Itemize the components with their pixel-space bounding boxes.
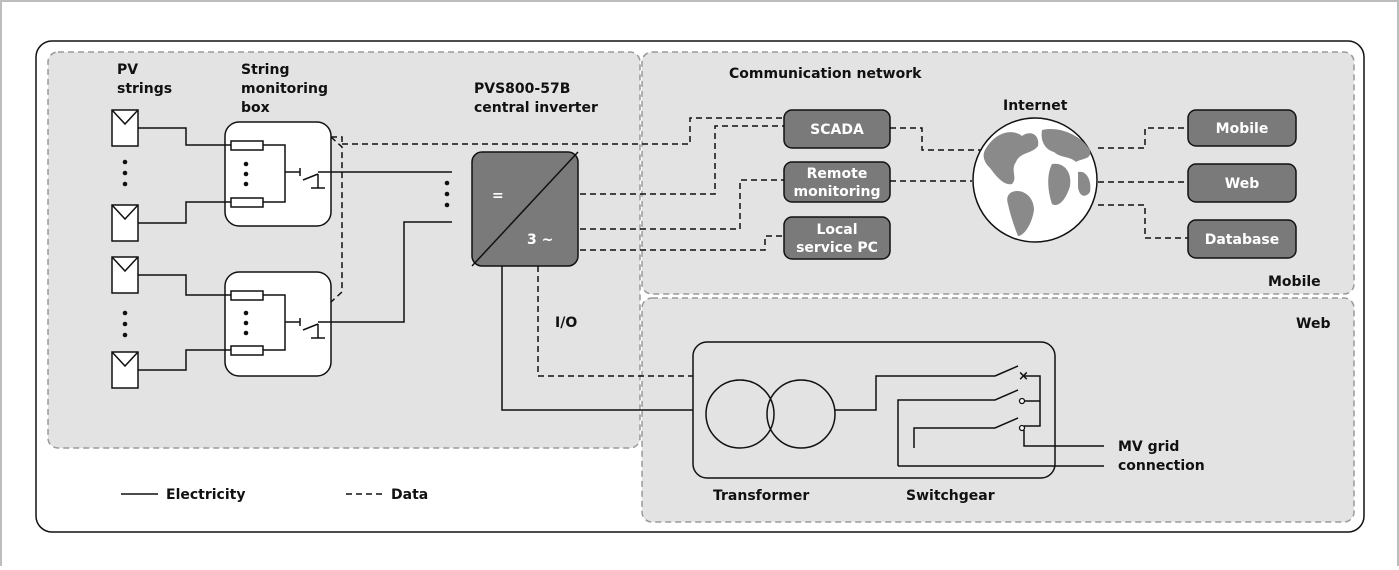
label-pv-2: strings [117,81,172,97]
mobile-box [1187,109,1297,147]
scada-box [783,109,891,149]
label-transformer: Transformer [713,488,809,504]
remote-label-2: monitoring [794,184,881,200]
smb-ellipsis-dots [243,161,249,336]
web-box [1187,163,1297,203]
local-service-pc-box [783,216,891,260]
transformer-coil-2 [766,379,836,449]
label-comm-network: Communication network [729,66,922,82]
pv-panel-icon [111,351,139,389]
string-monitoring-boxes [224,121,332,377]
pv-panel-icon [111,256,139,294]
data-lines [330,117,1188,377]
web-label: Web [1225,176,1259,192]
label-region-web: Web [1296,316,1330,332]
remote-label-1: Remote [807,166,868,182]
legend-data-label: Data [391,487,428,503]
local-label-1: Local [816,222,857,238]
label-io: I/O [555,315,577,331]
labels: PV strings String monitoring box PVS800-… [117,62,1330,504]
central-inverter: = 3 ~ [471,151,579,267]
pv-panel-icon [111,109,139,147]
label-mv-grid-2: connection [1118,458,1205,474]
inverter-ac-symbol: 3 ~ [527,232,553,248]
transformer-coil-1 [705,379,775,449]
globe-icon [972,117,1098,243]
pv-ellipsis-dots [122,159,128,338]
label-smb-1: String [241,62,289,78]
label-smb-2: monitoring [241,81,328,97]
label-switchgear: Switchgear [906,488,995,504]
inverter-input-dots [444,180,450,208]
label-internet: Internet [1003,98,1068,114]
comm-boxes: SCADA Remote monitoring Local service PC… [783,109,1297,260]
smb-box-1 [224,121,332,227]
label-smb-3: box [241,100,270,116]
substation [692,341,1104,479]
mobile-label: Mobile [1216,121,1269,137]
local-label-2: service PC [796,240,878,256]
scada-label: SCADA [810,122,864,138]
pv-panel-icon [111,204,139,242]
switch-contacts: × [1018,369,1029,432]
database-label: Database [1205,232,1280,248]
label-inverter-2: central inverter [474,100,598,116]
breaker-x-icon: × [1018,369,1029,384]
remote-monitoring-box [783,161,891,203]
label-region-mobile: Mobile [1268,274,1321,290]
smb-box-2 [224,271,332,377]
pv-wiring [138,127,708,411]
label-mv-grid-1: MV grid [1118,439,1179,455]
label-pv-1: PV [117,62,138,78]
label-inverter-1: PVS800-57B [474,81,570,97]
legend: Electricity Data [121,487,428,503]
legend-electricity-label: Electricity [166,487,245,503]
inverter-dc-symbol: = [492,188,504,204]
database-box [1187,219,1297,259]
